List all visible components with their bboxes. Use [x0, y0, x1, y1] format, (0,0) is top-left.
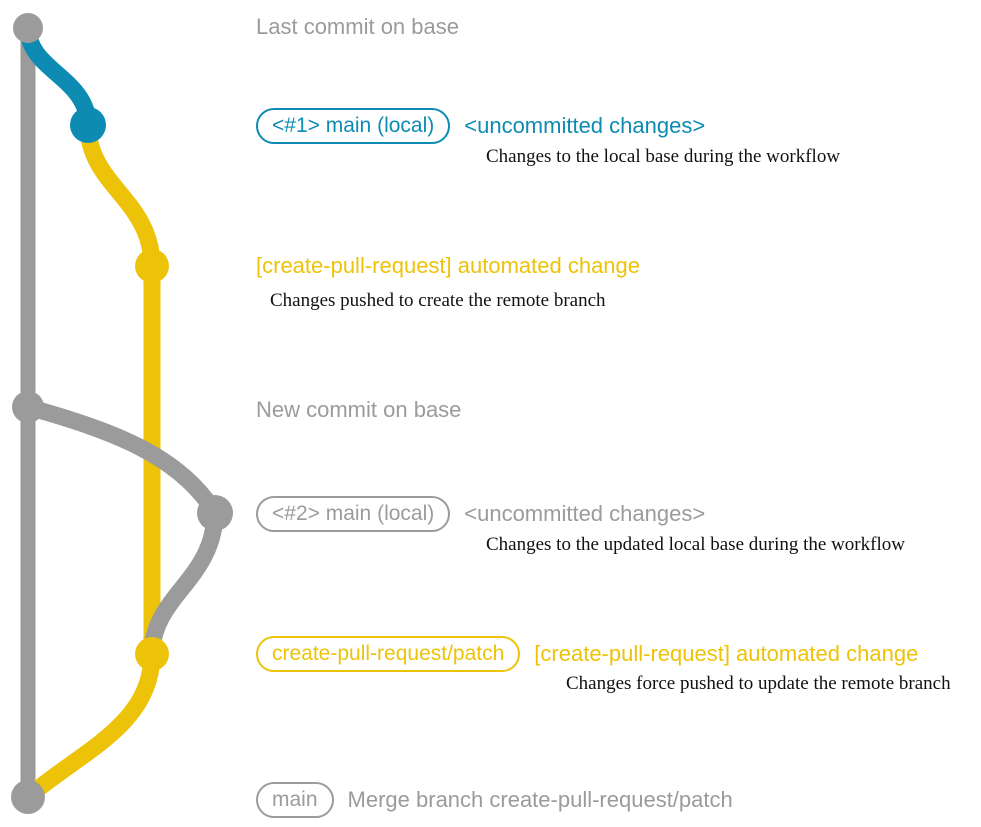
badge-main-local-1[interactable]: <#1> main (local): [256, 108, 451, 144]
description-local-2: Changes to the updated local base during…: [486, 534, 905, 555]
description-local-1: Changes to the local base during the wor…: [486, 146, 841, 167]
commit-base-last[interactable]: [13, 13, 43, 43]
commit-patch-2[interactable]: [135, 637, 169, 671]
description-patch-2: Changes force pushed to update the remot…: [566, 673, 951, 694]
edge-patch-2-to-merge: [19, 645, 161, 806]
commit-base-new[interactable]: [12, 391, 44, 423]
subject-merge: Merge branch create-pull-request/patch: [347, 787, 733, 812]
description-patch-1: Changes pushed to create the remote bran…: [270, 290, 606, 311]
subject-patch-2: [create-pull-request] automated change: [534, 641, 919, 666]
badge-main-local-2[interactable]: <#2> main (local): [256, 496, 451, 532]
subject-patch-1: [create-pull-request] automated change: [256, 253, 641, 278]
label-last-commit-on-base: Last commit on base: [256, 14, 459, 39]
label-new-commit-on-base: New commit on base: [256, 397, 462, 422]
commit-merge[interactable]: [11, 780, 45, 814]
commit-local-1[interactable]: [70, 107, 106, 143]
edge-local-1-to-patch-1: [79, 116, 161, 275]
badge-main[interactable]: main: [256, 782, 334, 818]
row-patch-2: create-pull-request/patch [create-pull-r…: [256, 636, 918, 672]
row-local-1: <#1> main (local) <uncommitted changes>: [256, 108, 705, 144]
edge-local-2-to-patch-2: [143, 504, 224, 663]
commit-local-2[interactable]: [197, 495, 233, 531]
row-patch-1: [create-pull-request] automated change: [256, 255, 640, 277]
badge-create-pull-request-patch[interactable]: create-pull-request/patch: [256, 636, 521, 672]
commit-patch-1[interactable]: [135, 249, 169, 283]
row-merge: main Merge branch create-pull-request/pa…: [256, 782, 733, 818]
subject-local-1: <uncommitted changes>: [464, 113, 706, 138]
subject-local-2: <uncommitted changes>: [464, 501, 706, 526]
edge-base-new-to-local-2: [19, 398, 224, 522]
row-local-2: <#2> main (local) <uncommitted changes>: [256, 496, 705, 532]
